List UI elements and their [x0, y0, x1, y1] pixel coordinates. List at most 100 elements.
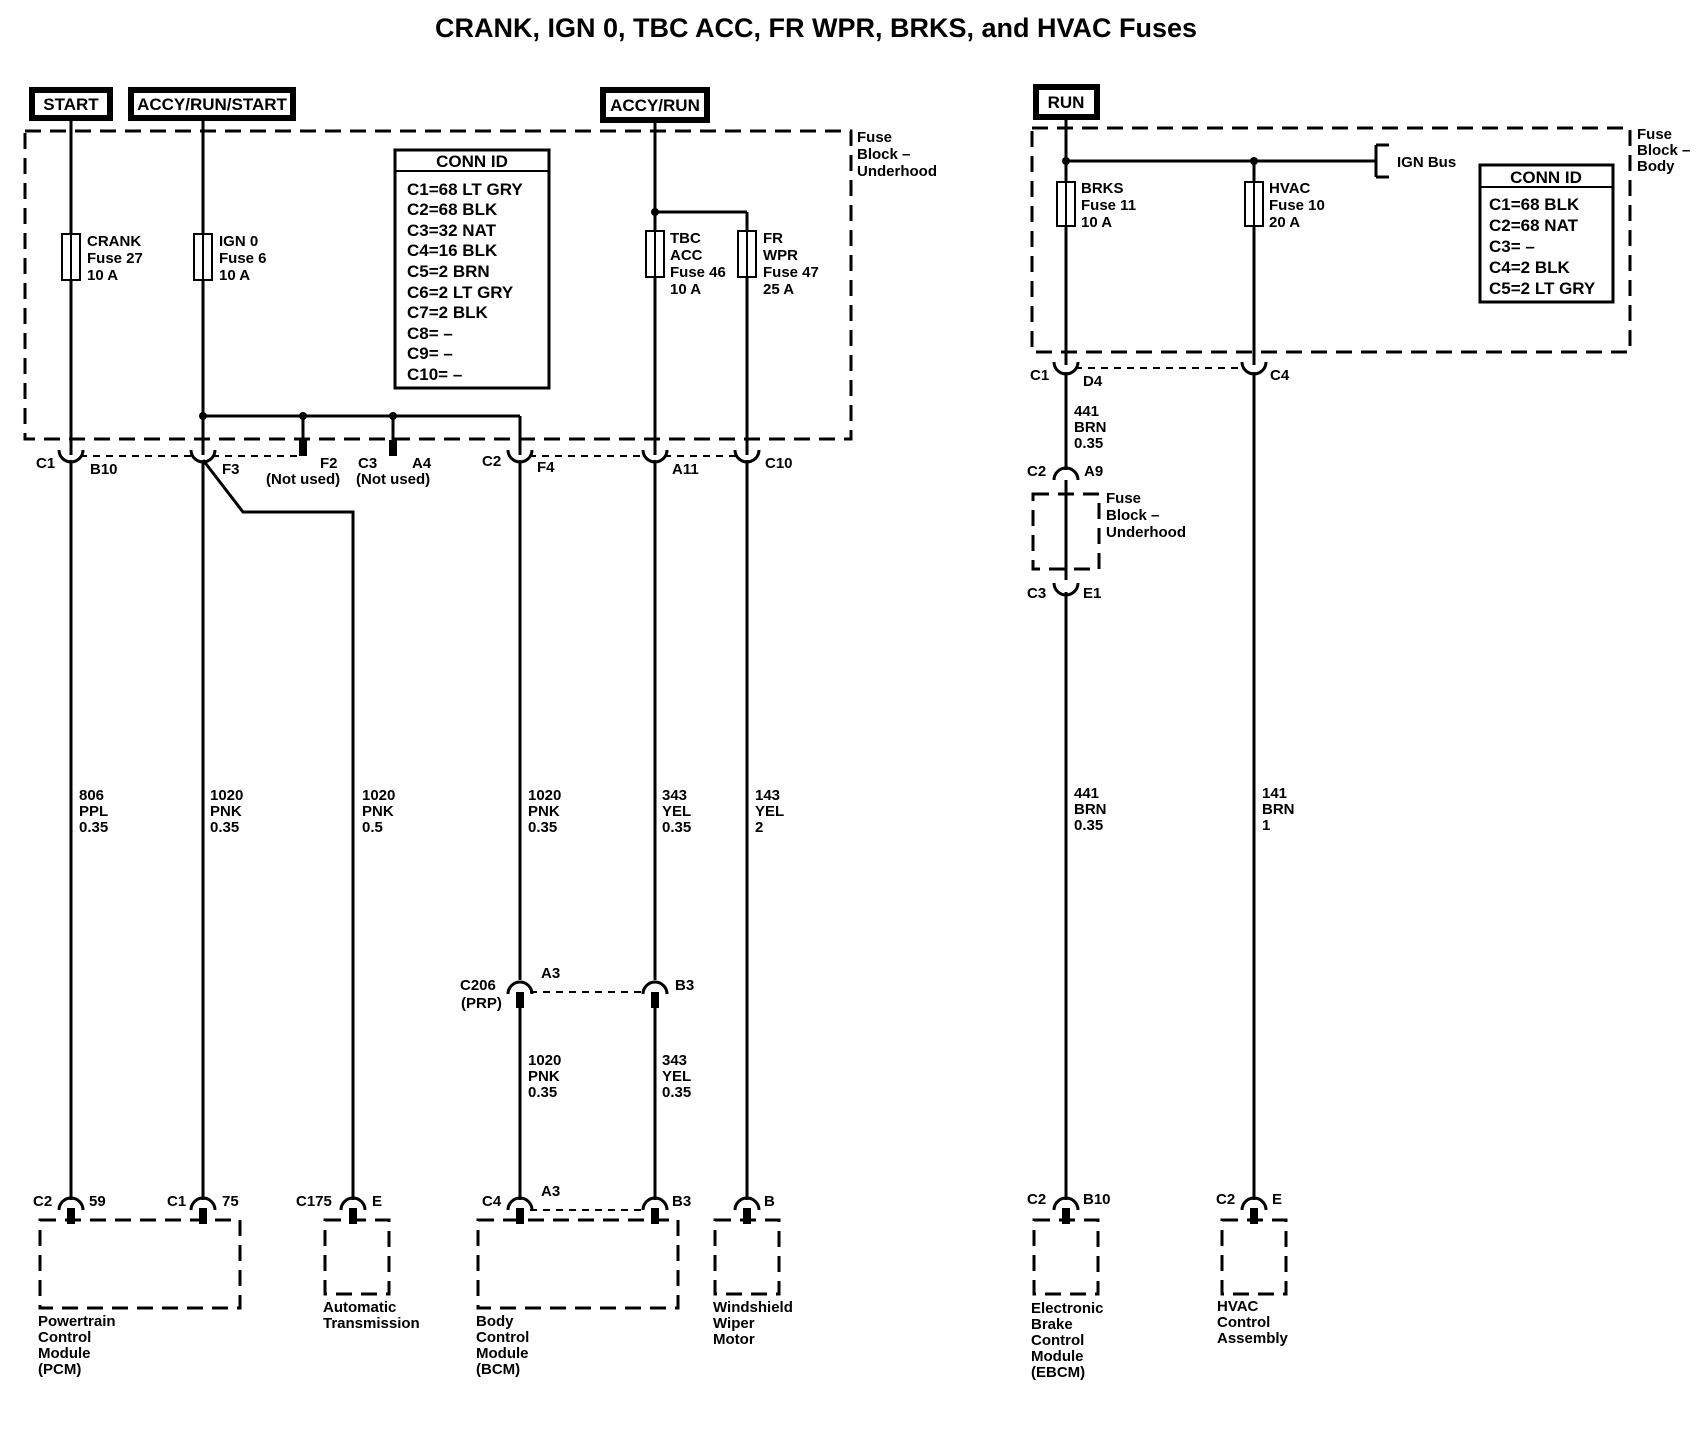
svg-text:441: 441 — [1074, 785, 1099, 802]
svg-text:10 A: 10 A — [670, 281, 701, 298]
svg-text:Fuse 10: Fuse 10 — [1269, 197, 1325, 214]
connector-bcm-c4: C4 A3 B3 — [482, 1183, 691, 1224]
svg-text:D4: D4 — [1083, 373, 1103, 390]
svg-text:C1: C1 — [1030, 367, 1049, 384]
svg-text:Electronic: Electronic — [1031, 1300, 1104, 1317]
power-source-accy-run-start-label: ACCY/RUN/START — [137, 95, 287, 114]
connector-f2-not-used: F2 (Not used) — [266, 440, 340, 488]
svg-text:A11: A11 — [672, 461, 699, 478]
svg-text:0.35: 0.35 — [1074, 817, 1103, 834]
svg-text:HVAC: HVAC — [1217, 1298, 1259, 1315]
svg-text:143: 143 — [755, 787, 780, 804]
svg-text:Block –: Block – — [1106, 507, 1159, 524]
svg-text:Fuse 6: Fuse 6 — [219, 250, 267, 267]
svg-text:Module: Module — [1031, 1348, 1084, 1365]
fuse-block-body-outline — [1030, 126, 1632, 354]
wire-label-141: 141 BRN 1 — [1262, 785, 1295, 834]
svg-text:(PCM): (PCM) — [38, 1361, 81, 1378]
svg-text:YEL: YEL — [662, 1068, 691, 1085]
component-pcm — [38, 1218, 242, 1310]
svg-text:Block –: Block – — [1637, 142, 1690, 159]
svg-text:YEL: YEL — [662, 803, 691, 820]
wire-1020-trans — [201, 459, 355, 1200]
svg-text:A9: A9 — [1084, 463, 1103, 480]
svg-text:C2: C2 — [1027, 463, 1046, 480]
component-ebcm-label: Electronic Brake Control Module (EBCM) — [1031, 1300, 1104, 1381]
connector-pcm-c1-75: C1 75 — [167, 1193, 239, 1224]
svg-text:Fuse 47: Fuse 47 — [763, 264, 819, 281]
svg-text:C6=2 LT GRY: C6=2 LT GRY — [407, 283, 514, 302]
svg-text:10 A: 10 A — [1081, 214, 1112, 231]
svg-text:A4: A4 — [412, 455, 432, 472]
wire-label-1020a: 1020 PNK 0.35 — [210, 787, 243, 836]
svg-text:0.35: 0.35 — [662, 819, 691, 836]
svg-text:F3: F3 — [222, 461, 240, 478]
svg-text:0.35: 0.35 — [662, 1084, 691, 1101]
component-automatic-transmission-label: Automatic Transmission — [323, 1299, 420, 1332]
connector-c2-f4: C2 F4 — [482, 449, 555, 476]
svg-text:C4: C4 — [1270, 367, 1290, 384]
svg-text:25 A: 25 A — [763, 281, 794, 298]
connector-a11: A11 — [641, 449, 699, 478]
svg-text:C1: C1 — [167, 1193, 186, 1210]
svg-text:C2: C2 — [1216, 1191, 1235, 1208]
svg-text:Control: Control — [476, 1329, 529, 1346]
svg-text:C1: C1 — [36, 455, 55, 472]
svg-text:C8= –: C8= – — [407, 324, 453, 343]
svg-text:0.35: 0.35 — [528, 819, 557, 836]
connector-c175-e: C175 E — [296, 1193, 382, 1224]
connector-hvac-c2-e: C2 E — [1216, 1191, 1282, 1224]
connector-c3-e1: C3 E1 — [1027, 582, 1101, 602]
fuse-crank-label: CRANK Fuse 27 10 A — [87, 233, 143, 284]
svg-text:Underhood: Underhood — [1106, 524, 1186, 541]
svg-text:A3: A3 — [541, 965, 560, 982]
svg-text:Assembly: Assembly — [1217, 1330, 1289, 1347]
svg-text:YEL: YEL — [755, 803, 784, 820]
svg-text:20 A: 20 A — [1269, 214, 1300, 231]
wire-label-1020c: 1020 PNK 0.35 — [528, 787, 561, 836]
fuse-fr-wpr-label: FR WPR Fuse 47 25 A — [763, 230, 819, 298]
svg-text:Automatic: Automatic — [323, 1299, 396, 1316]
conn-id-table-body: CONN ID C1=68 BLK C2=68 NAT C3= – C4=2 B… — [1478, 163, 1615, 304]
svg-text:Fuse 46: Fuse 46 — [670, 264, 726, 281]
svg-text:C3: C3 — [358, 455, 377, 472]
component-ebcm — [1032, 1218, 1100, 1296]
svg-text:C4=16 BLK: C4=16 BLK — [407, 241, 498, 260]
ign-bus-label: IGN Bus — [1397, 154, 1456, 171]
svg-text:141: 141 — [1262, 785, 1287, 802]
svg-text:PNK: PNK — [210, 803, 242, 820]
svg-text:C9= –: C9= – — [407, 344, 453, 363]
connector-c3-a4-not-used: C3 A4 (Not used) — [356, 440, 432, 488]
connector-pcm-c2-59: C2 59 — [33, 1193, 106, 1224]
svg-text:75: 75 — [222, 1193, 239, 1210]
component-automatic-transmission — [323, 1218, 391, 1296]
svg-text:HVAC: HVAC — [1269, 180, 1311, 197]
svg-text:Module: Module — [38, 1345, 91, 1362]
svg-text:343: 343 — [662, 787, 687, 804]
component-hvac-control-assembly-label: HVAC Control Assembly — [1217, 1298, 1289, 1347]
connector-body-c4: C4 — [1240, 361, 1290, 384]
svg-text:0.35: 0.35 — [1074, 435, 1103, 452]
svg-text:343: 343 — [662, 1052, 687, 1069]
svg-text:PPL: PPL — [79, 803, 108, 820]
component-windshield-wiper-motor — [713, 1218, 781, 1296]
svg-text:C1=68 BLK: C1=68 BLK — [1489, 195, 1580, 214]
svg-text:PNK: PNK — [362, 803, 394, 820]
svg-text:Transmission: Transmission — [323, 1315, 420, 1332]
svg-text:(BCM): (BCM) — [476, 1361, 520, 1378]
power-source-accy-run: ACCY/RUN — [600, 87, 710, 123]
wire-label-806: 806 PPL 0.35 — [79, 787, 108, 836]
svg-text:C1=68 LT GRY: C1=68 LT GRY — [407, 180, 523, 199]
svg-text:C3= –: C3= – — [1489, 237, 1535, 256]
wire-label-441a: 441 BRN 0.35 — [1074, 403, 1107, 452]
svg-text:Motor: Motor — [713, 1331, 755, 1348]
connector-crank-c1-b10: C1 B10 — [36, 449, 118, 478]
component-hvac-control-assembly — [1220, 1218, 1288, 1296]
svg-text:Fuse 11: Fuse 11 — [1081, 197, 1136, 214]
fuse-block-body-label: Fuse Block – Body — [1637, 126, 1690, 175]
fuse-block-underhood-outline — [23, 129, 853, 441]
svg-text:C2: C2 — [33, 1193, 52, 1210]
connector-ebcm-c2-b10: C2 B10 — [1027, 1191, 1111, 1224]
wire-label-343b: 343 YEL 0.35 — [662, 1052, 691, 1101]
